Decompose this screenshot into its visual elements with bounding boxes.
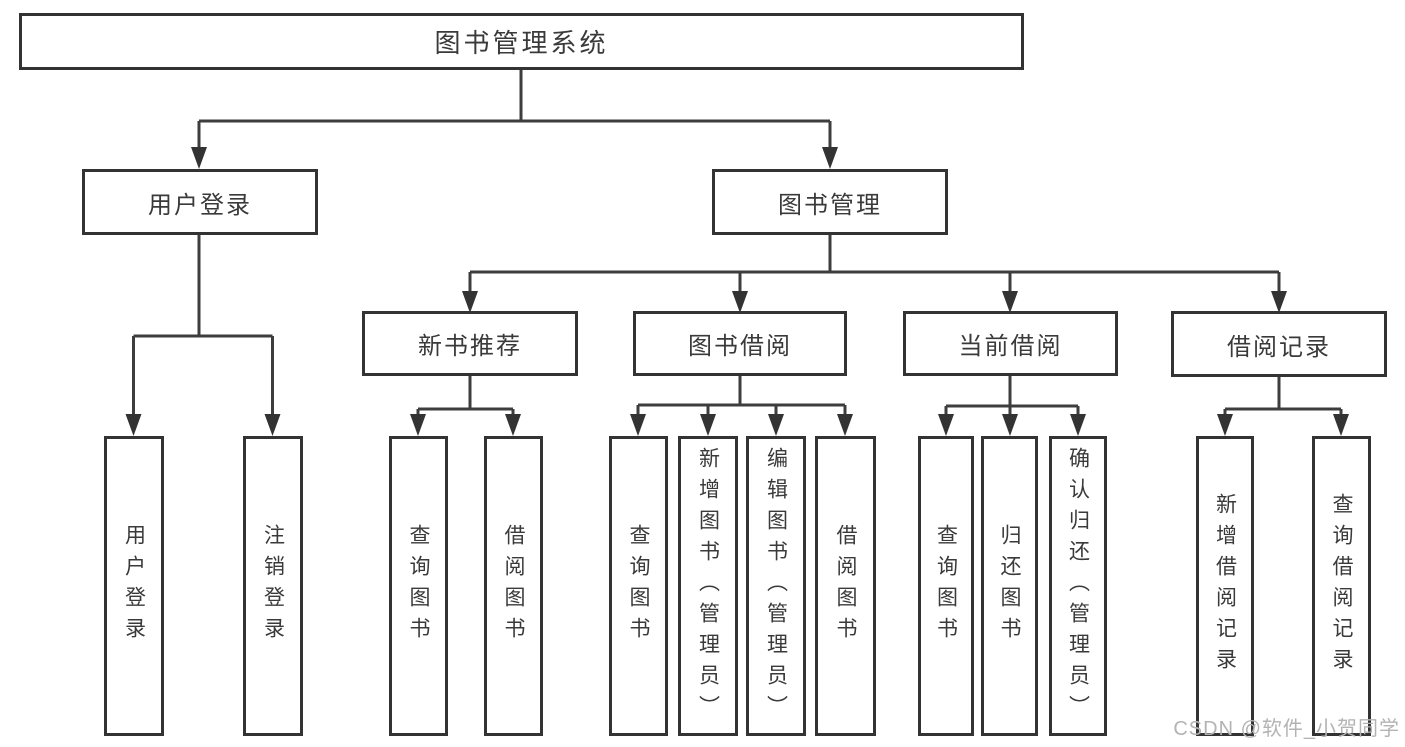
node-library-management-system: 图书管理系统 [19, 13, 1024, 70]
leaf-borrow-books: 借阅图书 [815, 436, 876, 736]
leaf-borrow-books-recommend: 借阅图书 [484, 436, 543, 736]
leaf-query-books-current: 查询图书 [918, 436, 974, 736]
leaf-confirm-return-admin: 确认归还（管理员） [1049, 436, 1107, 736]
node-new-book-recommendation: 新书推荐 [362, 311, 578, 376]
csdn-watermark: CSDN @软件_小贺同学 [1173, 718, 1400, 740]
node-book-management: 图书管理 [712, 169, 948, 235]
node-book-borrowing: 图书借阅 [633, 311, 847, 376]
leaf-query-borrow-record: 查询借阅记录 [1312, 436, 1371, 736]
leaf-query-books-recommend: 查询图书 [389, 436, 448, 736]
node-borrowing-records: 借阅记录 [1171, 311, 1387, 377]
arrowheads [125, 147, 1349, 436]
leaf-add-book-admin: 新增图书（管理员） [678, 436, 738, 736]
leaf-edit-book-admin: 编辑图书（管理员） [746, 436, 806, 736]
leaf-logout: 注销登录 [243, 436, 303, 736]
leaf-user-login: 用户登录 [104, 436, 164, 736]
node-user-login: 用户登录 [82, 169, 318, 235]
node-current-borrowing: 当前借阅 [903, 311, 1118, 376]
leaf-return-book: 归还图书 [981, 436, 1038, 736]
leaf-query-books-borrow: 查询图书 [609, 436, 668, 736]
leaf-add-borrow-record: 新增借阅记录 [1196, 436, 1254, 736]
